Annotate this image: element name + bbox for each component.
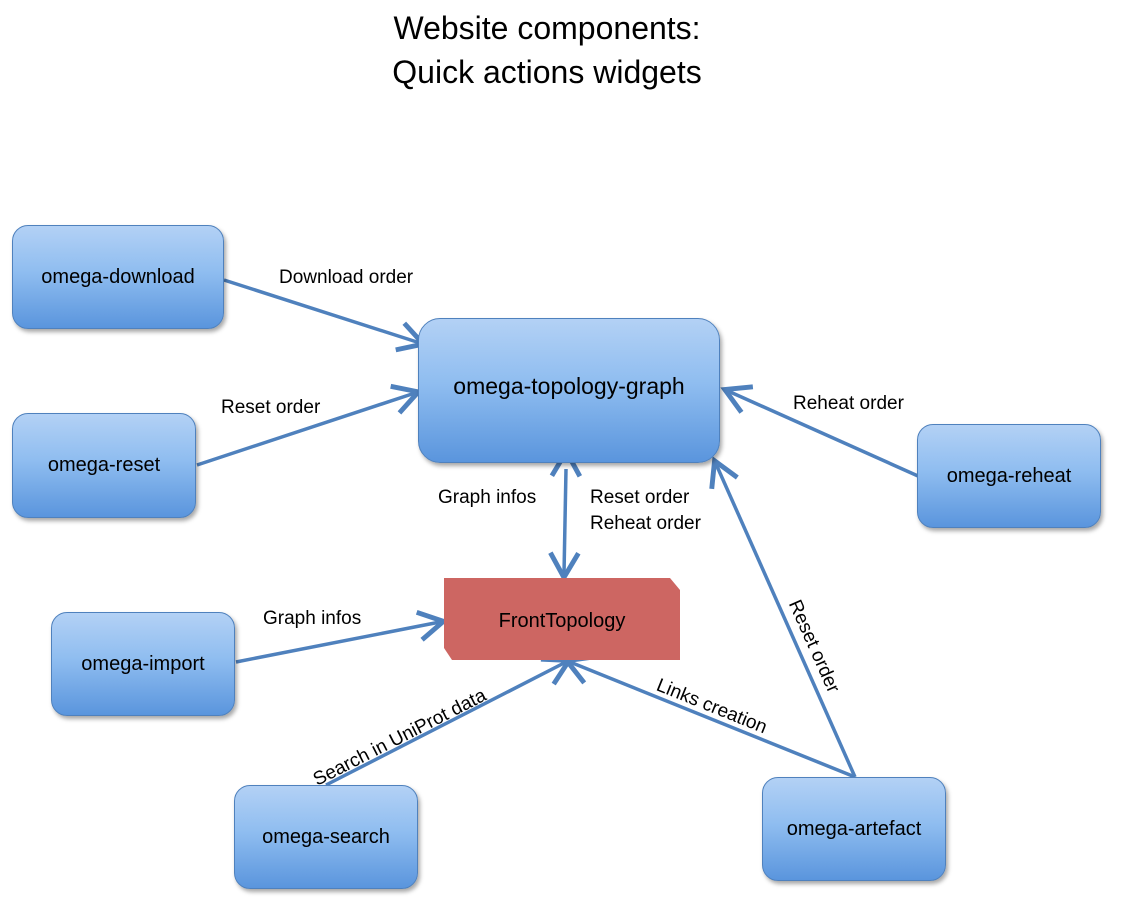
omega-download-node: omega-download (12, 225, 224, 329)
arrow-download-to-graph (223, 278, 429, 353)
omega-download-label: omega-download (41, 265, 195, 288)
arrow-artefact-to-front (562, 654, 856, 779)
arrow-reset-to-graph (196, 383, 424, 467)
title-line-2: Quick actions widgets (392, 54, 702, 90)
edge-label-reset-order-mid: Reset order (590, 487, 690, 508)
omega-reset-label: omega-reset (47, 454, 161, 476)
arrow-graph-front-bidirectional (548, 446, 583, 583)
edge-label-reset-order: Reset order (221, 397, 321, 418)
omega-reheat-node: omega-reheat (917, 424, 1101, 528)
arrow-import-to-front (235, 609, 449, 664)
edge-label-graph-infos-import: Graph infos (263, 608, 362, 629)
omega-artefact-node: omega-artefact (762, 777, 946, 881)
edge-label-reheat-order: Reheat order (793, 393, 904, 414)
omega-import-node: omega-import (51, 612, 235, 716)
omega-import-label: omega-import (81, 652, 205, 675)
front-topology-shape (444, 578, 680, 660)
omega-reheat-label: omega-reheat (946, 464, 1072, 487)
edge-label-reheat-order-mid: Reheat order (590, 513, 701, 534)
omega-search-label: omega-search (262, 825, 390, 848)
omega-reset-node: omega-reset (12, 413, 196, 518)
front-topology-node: FrontTopology (444, 578, 680, 660)
omega-topology-graph-node: omega-topology-graph (418, 318, 720, 463)
front-topology-label: FrontTopology (498, 609, 626, 632)
arrow-artefact-to-graph (709, 456, 857, 778)
edge-label-reset-reheat-mid: Reset order Reheat order (590, 485, 701, 537)
diagram-title: Website components: Quick actions widget… (0, 6, 1094, 94)
omega-topology-graph-label: omega-topology-graph (453, 373, 685, 399)
edge-label-graph-infos-top: Graph infos (438, 487, 537, 508)
title-line-1: Website components: (393, 10, 701, 46)
omega-search-node: omega-search (234, 785, 418, 889)
omega-artefact-label: omega-artefact (786, 817, 922, 840)
edge-label-download-order: Download order (279, 267, 414, 288)
arrow-search-to-front (325, 656, 574, 787)
arrow-reheat-to-graph (720, 384, 919, 478)
